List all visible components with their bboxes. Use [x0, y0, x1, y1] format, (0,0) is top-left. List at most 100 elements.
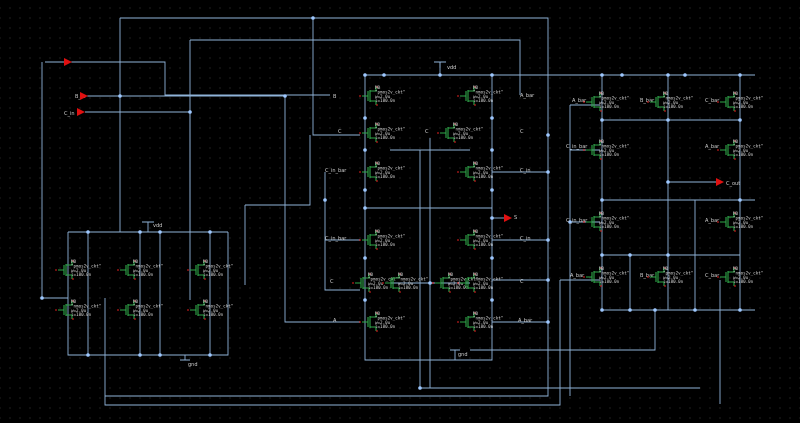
transistor-6[interactable]: M0"pmos2v_ckt"w=2.0ul=180.0n: [359, 229, 405, 250]
transistor-label: w=2.0u: [733, 148, 749, 153]
input-pin-a[interactable]: [64, 58, 72, 66]
transistor-label: w=2.0u: [473, 320, 489, 325]
transistor-17[interactable]: M0"nmos2v_ckt"w=2.0ul=180.0n: [583, 139, 629, 160]
transistor-11[interactable]: M0"nmos2v_ckt"w=2.0ul=180.0n: [457, 272, 503, 293]
transistor-label: "nmos2v_ckt": [473, 315, 503, 320]
net-label-cin-1: C_in: [520, 168, 531, 174]
transistor-2[interactable]: M0"pmos2v_ckt"w=2.0ul=180.0n: [359, 122, 405, 143]
transistor-14[interactable]: M0"pmos2v_ckt"w=2.0ul=180.0n: [583, 91, 629, 112]
transistor-26[interactable]: M0"pmos2v_ckt"w=2.0ul=180.0n: [187, 259, 233, 280]
transistor-label: l=180.0n: [448, 285, 469, 290]
transistor-15[interactable]: M0"nmos2v_ckt"w=2.0ul=180.0n: [647, 91, 693, 112]
transistor-13[interactable]: M0"nmos2v_ckt"w=2.0ul=180.0n: [457, 311, 503, 332]
transistor-label: w=2.0u: [599, 275, 615, 280]
pin-label-s: S: [514, 215, 517, 221]
transistor-label: "pmos2v_ckt": [203, 263, 233, 268]
transistor-label: l=180.0n: [375, 174, 396, 179]
transistor-23[interactable]: M0"nmos2v_ckt"w=2.0ul=180.0n: [717, 266, 763, 287]
transistor-label: M0: [71, 299, 77, 304]
transistor-label: "pmos2v_ckt": [375, 89, 405, 94]
transistor-label: l=180.0n: [375, 98, 396, 103]
transistor-27[interactable]: M0"nmos2v_ckt"w=2.0ul=180.0n: [55, 299, 101, 320]
transistor-19[interactable]: M0"nmos2v_ckt"w=2.0ul=180.0n: [583, 211, 629, 232]
transistor-label: M0: [733, 139, 739, 144]
transistor-5[interactable]: M0"nmos2v_ckt"w=2.0ul=180.0n: [457, 161, 503, 182]
transistor-label: M0: [375, 311, 381, 316]
supply-symbols[interactable]: [142, 61, 460, 361]
transistor-25[interactable]: M0"nmos2v_ckt"w=2.0ul=180.0n: [117, 259, 163, 280]
transistor-10[interactable]: M0"pmos2v_ckt"w=2.0ul=180.0n: [432, 272, 478, 293]
transistor-9[interactable]: M0"nmos2v_ckt"w=2.0ul=180.0n: [382, 272, 428, 293]
transistor-label: w=2.0u: [133, 268, 149, 273]
wire-layer[interactable]: [41, 17, 755, 406]
gnd-label-left: gnd: [188, 362, 198, 368]
net-label-c-3: C: [520, 129, 524, 135]
transistor-21[interactable]: M0"nmos2v_ckt"w=2.0ul=180.0n: [583, 266, 629, 287]
transistor-label: M0: [133, 299, 139, 304]
transistor-label: w=2.0u: [375, 94, 391, 99]
transistor-label: "nmos2v_ckt": [398, 276, 428, 281]
transistor-18[interactable]: M0"pmos2v_ckt"w=2.0ul=180.0n: [717, 139, 763, 160]
transistor-label: w=2.0u: [375, 238, 391, 243]
transistor-label: w=2.0u: [368, 281, 384, 286]
transistor-label: w=2.0u: [375, 320, 391, 325]
net-label-cbar-r1: C_bar: [705, 98, 720, 104]
transistor-28[interactable]: M0"pmos2v_ckt"w=2.0ul=180.0n: [117, 299, 163, 320]
transistor-label: "pmos2v_ckt": [733, 215, 763, 220]
transistor-label: M0: [733, 211, 739, 216]
vdd-label-left: vdd: [153, 223, 162, 229]
net-label-cbar-r2: C_bar: [705, 273, 720, 279]
transistor-4[interactable]: M0"pmos2v_ckt"w=2.0ul=180.0n: [359, 161, 405, 182]
transistor-label: w=2.0u: [733, 220, 749, 225]
transistor-label: M0: [203, 299, 209, 304]
transistor-3[interactable]: M0"nmos2v_ckt"w=2.0ul=180.0n: [437, 122, 483, 143]
transistor-16[interactable]: M0"pmos2v_ckt"w=2.0ul=180.0n: [717, 91, 763, 112]
transistor-label: l=180.0n: [599, 104, 620, 109]
transistor-0[interactable]: M0"pmos2v_ckt"w=2.0ul=180.0n: [359, 85, 405, 106]
transistor-label: l=180.0n: [733, 224, 754, 229]
transistor-label: "pmos2v_ckt": [733, 95, 763, 100]
transistor-label: "nmos2v_ckt": [663, 95, 693, 100]
transistor-label: l=180.0n: [71, 272, 92, 277]
transistor-label: w=2.0u: [663, 275, 679, 280]
transistor-label: l=180.0n: [663, 104, 684, 109]
transistor-label: M0: [663, 91, 669, 96]
input-pin-b[interactable]: [80, 92, 88, 100]
transistor-20[interactable]: M0"pmos2v_ckt"w=2.0ul=180.0n: [717, 211, 763, 232]
transistor-label: M0: [375, 161, 381, 166]
transistor-label: "pmos2v_ckt": [448, 276, 478, 281]
output-pin-s[interactable]: [504, 214, 512, 222]
transistor-22[interactable]: M0"pmos2v_ckt"w=2.0ul=180.0n: [647, 266, 693, 287]
transistor-label: M0: [663, 266, 669, 271]
transistor-label: M0: [448, 272, 454, 277]
net-label-c-5: C: [520, 279, 524, 285]
transistor-label: "pmos2v_ckt": [375, 165, 405, 170]
transistor-24[interactable]: M0"pmos2v_ckt"w=2.0ul=180.0n: [55, 259, 101, 280]
transistor-label: "pmos2v_ckt": [368, 276, 398, 281]
output-pin-cout[interactable]: [716, 178, 724, 186]
net-label-abar-r2: A_bar: [705, 144, 720, 150]
net-label-cinbar-2: C_in_bar: [325, 236, 347, 242]
transistor-label: M0: [473, 229, 479, 234]
net-label-cinbar-1: C_in_bar: [325, 168, 347, 174]
transistor-1[interactable]: M0"nmos2v_ckt"w=2.0ul=180.0n: [457, 85, 503, 106]
transistor-label: l=180.0n: [663, 279, 684, 284]
transistor-label: M0: [473, 85, 479, 90]
input-pin-c[interactable]: [77, 108, 85, 116]
transistor-label: "pmos2v_ckt": [375, 233, 405, 238]
transistor-12[interactable]: M0"pmos2v_ckt"w=2.0ul=180.0n: [359, 311, 405, 332]
transistor-label: l=180.0n: [203, 272, 224, 277]
transistor-label: w=2.0u: [375, 170, 391, 175]
transistor-label: M0: [453, 122, 459, 127]
transistor-8[interactable]: M0"pmos2v_ckt"w=2.0ul=180.0n: [352, 272, 398, 293]
transistor-label: "pmos2v_ckt": [599, 95, 629, 100]
net-label-cin-2: C_in: [520, 236, 531, 242]
transistor-label: M0: [599, 91, 605, 96]
net-label-abar-r3: A_bar: [705, 218, 720, 224]
transistor-29[interactable]: M0"nmos2v_ckt"w=2.0ul=180.0n: [187, 299, 233, 320]
transistor-7[interactable]: M0"nmos2v_ckt"w=2.0ul=180.0n: [457, 229, 503, 250]
